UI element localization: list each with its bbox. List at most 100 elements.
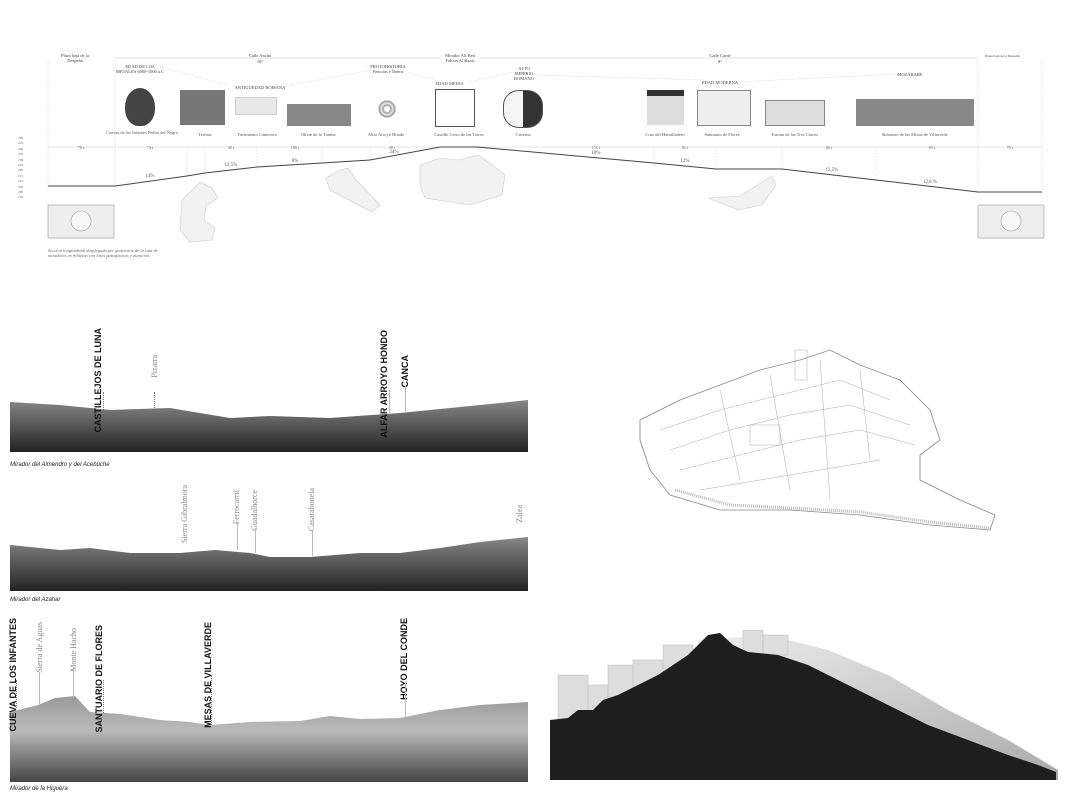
slope-label: 10% — [591, 151, 601, 156]
street-slope: 8° — [717, 59, 723, 64]
period-label: ANTIGÜEDAD ROMANA — [234, 85, 286, 90]
panorama-title: Mirador del Azahar — [10, 597, 61, 603]
leader-line — [154, 392, 155, 408]
street-label: Plaza baja de la Despeña — [985, 54, 1020, 58]
duration-label: 74 s — [146, 145, 154, 150]
axis-tick: 230 — [18, 157, 24, 162]
duration-label: 48 s — [227, 145, 235, 150]
period-label: EDAD MODERNA — [701, 80, 739, 85]
landmark-label: Zalea — [515, 505, 524, 523]
site-caption: Termas — [198, 132, 212, 137]
axis-tick: 200 — [18, 190, 24, 195]
street-label: Plaza baja de la Despeña — [60, 53, 90, 63]
landmark-label: MESAS DE VILLAVERDE — [203, 622, 213, 728]
leader-line — [237, 523, 238, 550]
site-caption: Alfar Arroyo Hondo — [367, 132, 405, 137]
leader-line — [103, 392, 104, 410]
section-caption: Sección longitudinal desplegada por gene… — [48, 248, 158, 258]
section-cut-fill — [550, 633, 1056, 780]
panorama-title: Mirador del Almendro y del Acebuche — [10, 462, 110, 468]
axis-tick: 250 — [18, 136, 24, 140]
axis-tick: 245 — [18, 141, 24, 146]
leader-line — [103, 680, 104, 713]
leader-line — [16, 680, 17, 708]
panorama-almendro — [10, 400, 528, 452]
section-lines — [47, 57, 1045, 243]
period-label: MOZÁRABE — [897, 72, 923, 77]
panorama-azahar — [10, 537, 528, 591]
period-label: EDAD MEDIA — [435, 81, 464, 86]
site-caption: Santuario de Flores — [704, 132, 740, 137]
slope-label: 12,5% — [825, 168, 839, 173]
site-caption: Cuevas de los Infantes Peñón del Negro — [106, 130, 178, 135]
artifact-image — [378, 100, 396, 118]
axis-tick: 225 — [18, 163, 24, 168]
landmark-label: ALFAR ARROYO HONDO — [379, 330, 389, 438]
duration-label: 69 s — [928, 145, 936, 150]
leader-line — [73, 668, 74, 698]
slope-label: 14% — [145, 174, 155, 179]
landmark-label: Casarabonela — [307, 488, 316, 532]
landmark-label: Guadalhorce — [250, 490, 259, 531]
period-label: PROTOHISTORIA Fenicios e Íberos — [370, 64, 406, 74]
artifact-image — [180, 90, 225, 125]
artifact-image — [503, 90, 543, 128]
street-label: Calle Carril — [709, 53, 731, 58]
period-label: ALTO IMPERIO ROMANO — [513, 66, 534, 81]
landmark-label: CASTILLEJOS DE LUNA — [93, 328, 103, 433]
leader-line — [39, 672, 40, 704]
leader-line — [405, 683, 406, 718]
street-slope: 16° — [256, 59, 264, 64]
site-caption: Yacimiento Canteroro — [237, 132, 277, 137]
site-caption: Cisterna — [515, 132, 531, 137]
panorama-title: Mirador de la Higuera — [10, 786, 68, 792]
duration-label: 82 s — [681, 145, 689, 150]
duration-label: 60 s — [825, 145, 833, 150]
site-caption: Olivar de la Tumba — [300, 132, 336, 137]
landmark-label: Pizarra — [150, 355, 159, 378]
axis-tick: 205 — [18, 184, 24, 189]
panorama-higuera — [10, 696, 528, 782]
landmark-label: CANCA — [400, 355, 410, 388]
landmark-label: SANTUARIO DE FLORES — [94, 625, 104, 733]
leader-line — [211, 675, 212, 725]
artifact-image — [435, 89, 475, 127]
slope-label: 12,8 % — [922, 180, 938, 185]
axis-tick: 195 — [18, 195, 24, 200]
site-caption: Bobastro de las Mesas de Villaverde — [882, 132, 948, 137]
landmark-label: Ferrocarril — [232, 490, 241, 525]
slope-label: 12% — [680, 159, 690, 164]
duration-label: 78 s — [1006, 145, 1014, 150]
axis-tick: 235 — [18, 152, 24, 157]
slope-label: 6% — [291, 159, 299, 164]
duration-label: 155 s — [591, 145, 601, 150]
duration-label: 78 s — [77, 145, 85, 150]
axis-tick: 240 — [18, 146, 24, 151]
landmark-label: Monte Hacho — [69, 628, 78, 672]
leader-line — [312, 530, 313, 556]
artifact-image — [125, 88, 155, 126]
landmark-label: Sierra de Aguas — [35, 622, 44, 673]
site-caption: Cruz del Humilladero — [645, 132, 685, 137]
slope-label: 12,5% — [224, 163, 238, 168]
landmark-label: CUEVA DE LOS INFANTES — [8, 618, 18, 732]
axis-tick: 220 — [18, 168, 24, 173]
artifact-image — [856, 99, 974, 126]
artifact-image — [235, 97, 277, 115]
leader-line — [255, 528, 256, 553]
duration-label: 38 s — [388, 145, 396, 150]
town-axonometric-drawing — [639, 349, 996, 531]
artifact-image — [765, 100, 825, 126]
axis-tick: 210 — [18, 179, 24, 184]
slope-label: 24% — [389, 150, 399, 155]
site-caption: Ermita de las Tres Cruces — [771, 132, 819, 137]
duration-label: 180 s — [290, 145, 300, 150]
landmark-label: Sierra Gibralmora — [180, 485, 189, 543]
period-label: EDAD DE LOS METALES 6000-1000 a.C — [115, 64, 165, 74]
artifact-image — [697, 90, 751, 126]
artifact-image — [287, 104, 351, 126]
artifact-image — [647, 90, 684, 125]
street-label: Calle Ancha — [248, 53, 272, 58]
leader-line — [389, 390, 390, 413]
